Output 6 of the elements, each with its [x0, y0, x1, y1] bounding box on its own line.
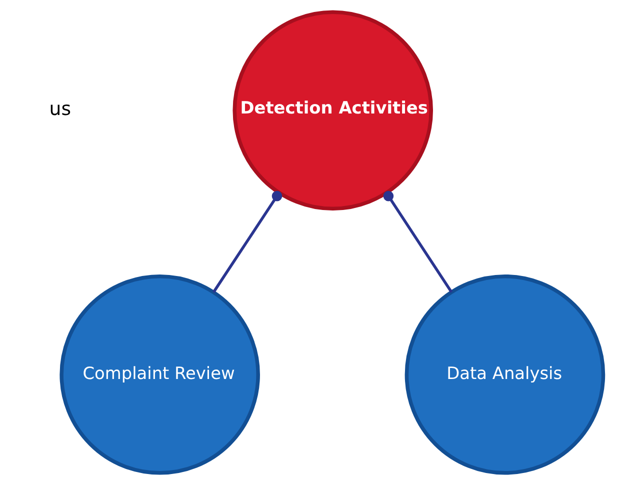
connector [382, 190, 452, 293]
node-circle: Detection Activities [232, 10, 433, 211]
label: us [48, 99, 71, 120]
connector [212, 190, 282, 293]
node-circle: Complaint Review [59, 274, 260, 475]
node-circle: Data Analysis [404, 274, 605, 475]
